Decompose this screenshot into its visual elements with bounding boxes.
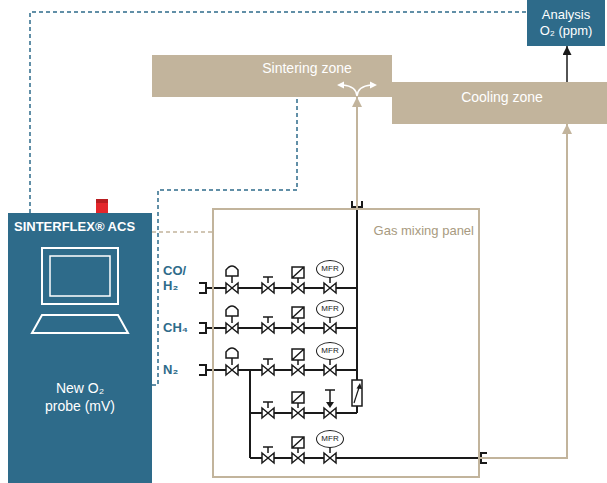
rotameter-arrow-head xyxy=(357,383,363,389)
mfr-label: MFR xyxy=(317,264,343,274)
rotameter-symbol xyxy=(352,380,362,406)
monitor-inner xyxy=(50,256,110,296)
panel-label: Gas mixing panel xyxy=(364,223,474,239)
connector xyxy=(356,97,358,208)
zone-label: Sintering zone xyxy=(247,60,367,77)
probe-label: New O₂ probe (mV) xyxy=(38,379,122,415)
port-bracket xyxy=(199,201,487,463)
needle-valve-arrow xyxy=(326,402,334,408)
analysis-box: Analysis O₂ (ppm) xyxy=(527,0,605,46)
mfr-symbol: MFR xyxy=(316,430,344,448)
furnace-zone: Sintering zone xyxy=(152,55,392,97)
status-light xyxy=(96,199,108,213)
mfr-symbol: MFR xyxy=(316,342,344,360)
connector xyxy=(152,231,212,233)
connector xyxy=(152,97,297,385)
connector xyxy=(566,46,568,82)
gas-input-label: CH₄ xyxy=(163,320,203,335)
mfr-label: MFR xyxy=(317,304,343,314)
node-graphic xyxy=(8,213,152,483)
monitor-screen xyxy=(42,248,118,304)
solenoid-symbol xyxy=(292,267,304,453)
gas-mixing-panel: Gas mixing panelMFR MFR MFR MFR xyxy=(212,208,480,478)
control-cabinet: SINTERFLEX® ACS New O₂ probe (mV) xyxy=(8,213,152,483)
gas-input-label: N₂ xyxy=(163,362,203,377)
mfr-label: MFR xyxy=(317,434,343,444)
gas-input-label: CO/ H₂ xyxy=(163,263,195,293)
hand-valve-handle xyxy=(263,277,273,453)
product-name: SINTERFLEX® ACS xyxy=(14,219,148,235)
mfr-label: MFR xyxy=(317,346,343,356)
flow-arrow-head xyxy=(337,82,377,89)
analysis-label: Analysis O₂ (ppm) xyxy=(535,7,597,39)
mfr-symbol: MFR xyxy=(316,300,344,318)
mfr-symbol: MFR xyxy=(316,260,344,278)
flow-arrow xyxy=(343,85,371,96)
zone-label: Cooling zone xyxy=(432,89,572,106)
status-light-cap xyxy=(96,199,108,203)
valve-actuator xyxy=(226,266,238,365)
keyboard xyxy=(32,315,128,333)
connector xyxy=(480,124,567,458)
furnace-zone: Cooling zone xyxy=(392,82,607,124)
pipe xyxy=(206,208,480,458)
